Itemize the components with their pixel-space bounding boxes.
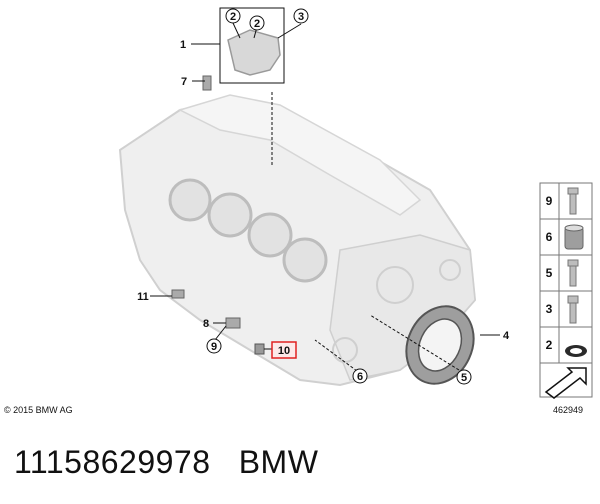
- callout-3: 3: [293, 8, 309, 24]
- o-ring-icon: [565, 345, 587, 357]
- callout-label: 7: [181, 76, 187, 88]
- arrow-icon: [544, 367, 587, 399]
- callout-1: 1: [180, 39, 186, 51]
- callout-label: 11: [137, 291, 149, 303]
- cylinder-bores: [168, 178, 328, 283]
- callout-2: 2: [249, 15, 265, 31]
- callout-label: 2: [254, 18, 260, 30]
- part-number: 11158629978: [14, 444, 211, 480]
- top-cover-part: [227, 29, 281, 76]
- side-panel-item-2: 2: [546, 338, 553, 352]
- callout-label: 10: [278, 345, 290, 357]
- side-panel-item-9: 9: [546, 194, 553, 208]
- bolt-icon: [567, 295, 579, 324]
- item-1-box: [219, 7, 285, 84]
- side-panel-item-3: 3: [546, 302, 553, 316]
- callout-2: 2: [225, 8, 241, 24]
- side-panel-rows: 9 6 5 3 2: [546, 194, 553, 352]
- sensor-part: [202, 75, 212, 91]
- callouts: 1 2 2 3 7 11 89 10 6 5 4: [137, 8, 510, 385]
- callout-circle: [225, 8, 241, 24]
- callout-label: 2: [230, 11, 236, 23]
- copyright-text: © 2015 BMW AG: [4, 405, 73, 415]
- side-panel-item-5: 5: [546, 266, 553, 280]
- callout-7: 7: [181, 76, 187, 88]
- brand-name: BMW: [238, 444, 319, 480]
- callout-5: 5: [456, 369, 472, 385]
- callout-circle: [352, 368, 368, 384]
- side-panel-item-6: 6: [546, 230, 553, 244]
- callout-label: 8: [203, 318, 209, 330]
- crankshaft-seal-inner: [417, 318, 463, 372]
- callout-label: 5: [461, 372, 467, 384]
- callout-circle: [249, 15, 265, 31]
- callout-label: 4: [503, 330, 510, 342]
- callout-circle: [206, 338, 222, 354]
- callout-label: 9: [211, 341, 217, 353]
- callout-10: 10: [271, 341, 297, 359]
- engine-block-illustration: [118, 29, 477, 387]
- parts-side-panel: 9 6 5 3 2: [539, 182, 593, 399]
- sensor-11-part: [171, 289, 185, 299]
- callout-label: 6: [357, 371, 363, 383]
- plug-10-part: [254, 343, 265, 355]
- callout-8: 8: [203, 318, 209, 330]
- sleeve-icon: [564, 224, 584, 250]
- bolt-icon: [567, 259, 579, 287]
- callout-11: 11: [137, 291, 149, 303]
- callout-circle: [456, 369, 472, 385]
- callout-label: 3: [298, 11, 304, 23]
- callout-9: 9: [206, 338, 222, 354]
- callout-label: 1: [180, 39, 186, 51]
- sensor-8-part: [225, 317, 241, 329]
- callout-4: 4: [503, 330, 510, 342]
- caption: 11158629978 BMW: [14, 444, 318, 481]
- engine-block-top: [177, 94, 422, 216]
- callout-highlight-box: [271, 341, 297, 359]
- front-cover-details: [332, 259, 461, 363]
- bolt-icon: [567, 187, 579, 215]
- callout-circle: [293, 8, 309, 24]
- callout-6: 6: [352, 368, 368, 384]
- diagram-id: 462949: [553, 405, 584, 415]
